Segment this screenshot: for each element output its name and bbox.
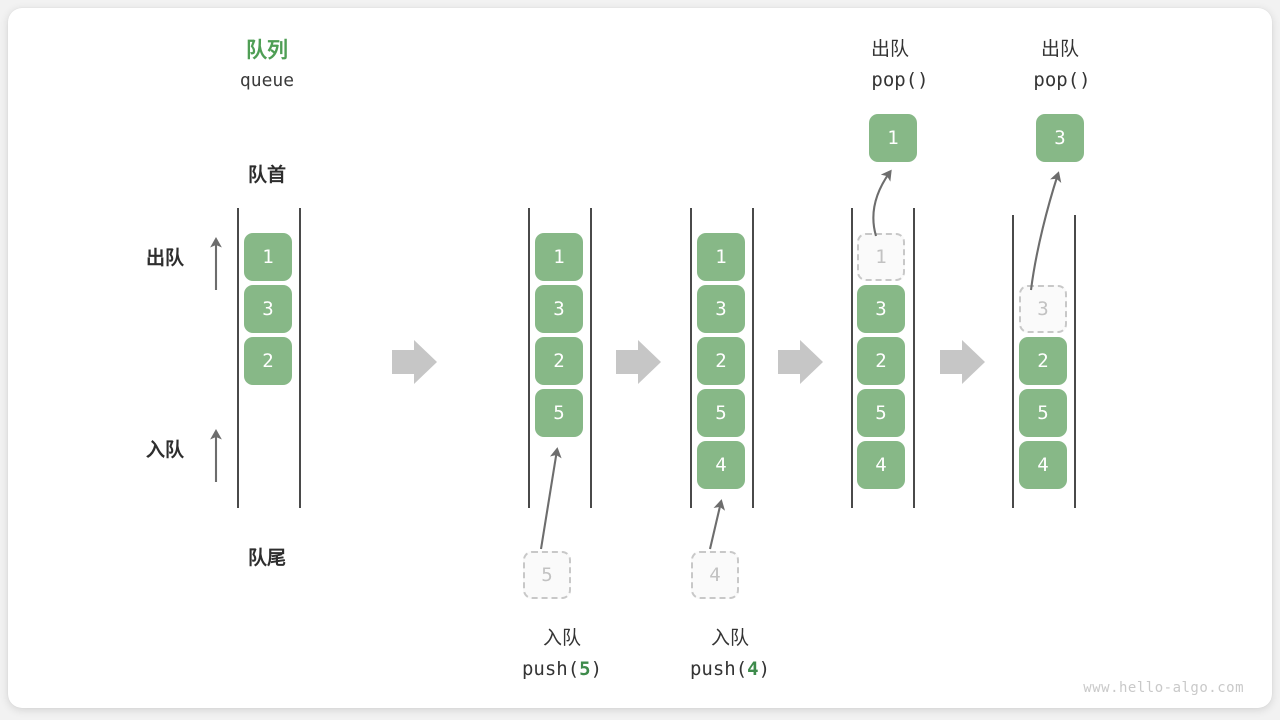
queue-cell: 2: [697, 337, 745, 385]
stage-initial-rail-left: [237, 208, 239, 508]
queue-cell: 4: [857, 441, 905, 489]
stage-push5-caption-cn: 入队: [542, 627, 582, 649]
queue-cell-ghost: 1: [857, 233, 905, 281]
popped-element: 3: [1036, 114, 1084, 162]
incoming-element-ghost: 5: [523, 551, 571, 599]
incoming-element-ghost: 4: [691, 551, 739, 599]
queue-cell-ghost: 3: [1019, 285, 1067, 333]
enqueue-direction-label: 入队: [146, 439, 185, 461]
stage-pop3-caption-cn: 出队: [1040, 38, 1080, 60]
queue-cell: 2: [857, 337, 905, 385]
push5-code-suffix: ): [590, 658, 603, 680]
push4-code-prefix: push(: [689, 658, 748, 680]
queue-cell: 1: [697, 233, 745, 281]
queue-cell: 2: [1019, 337, 1067, 385]
push4-code-suffix: ): [758, 658, 771, 680]
stage-pop1-caption-code: pop(): [871, 69, 929, 91]
popped-element: 1: [869, 114, 917, 162]
queue-cell: 5: [857, 389, 905, 437]
stage-push5-rail-right: [590, 208, 592, 508]
push5-code-prefix: push(: [521, 658, 580, 680]
queue-cell: 3: [697, 285, 745, 333]
queue-cell: 5: [1019, 389, 1067, 437]
stage-push4-caption-cn: 入队: [710, 627, 750, 649]
stage-push5-rail-left: [528, 208, 530, 508]
stage-pop1-rail-right: [913, 208, 915, 508]
stage-push4-rail-right: [752, 208, 754, 508]
push5-code-arg: 5: [579, 658, 591, 680]
queue-cell: 3: [535, 285, 583, 333]
watermark: www.hello-algo.com: [1083, 680, 1244, 696]
stage-pop3-caption-code: pop(): [1033, 69, 1091, 91]
stage-pop3-rail-left: [1012, 215, 1014, 508]
queue-head-label: 队首: [247, 164, 287, 186]
queue-tail-label: 队尾: [247, 547, 287, 569]
queue-cell: 2: [535, 337, 583, 385]
stage-initial-rail-right: [299, 208, 301, 508]
queue-cell: 1: [535, 233, 583, 281]
queue-cell: 4: [1019, 441, 1067, 489]
dequeue-direction-label: 出队: [146, 247, 185, 269]
push4-code-arg: 4: [747, 658, 759, 680]
queue-cell: 4: [697, 441, 745, 489]
stage-push4-rail-left: [690, 208, 692, 508]
queue-cell: 5: [535, 389, 583, 437]
queue-cell: 1: [244, 233, 292, 281]
diagram-title-en: queue: [239, 70, 295, 91]
queue-cell: 3: [244, 285, 292, 333]
queue-cell: 2: [244, 337, 292, 385]
diagram-card: [8, 8, 1272, 708]
stage-pop3-rail-right: [1074, 215, 1076, 508]
stage-pop1-caption-cn: 出队: [870, 38, 910, 60]
stage-push5-caption-code: push(5): [522, 658, 602, 680]
queue-cell: 3: [857, 285, 905, 333]
stage-pop1-rail-left: [851, 208, 853, 508]
diagram-title-cn: 队列: [246, 38, 288, 62]
queue-cell: 5: [697, 389, 745, 437]
stage-push4-caption-code: push(4): [690, 658, 770, 680]
